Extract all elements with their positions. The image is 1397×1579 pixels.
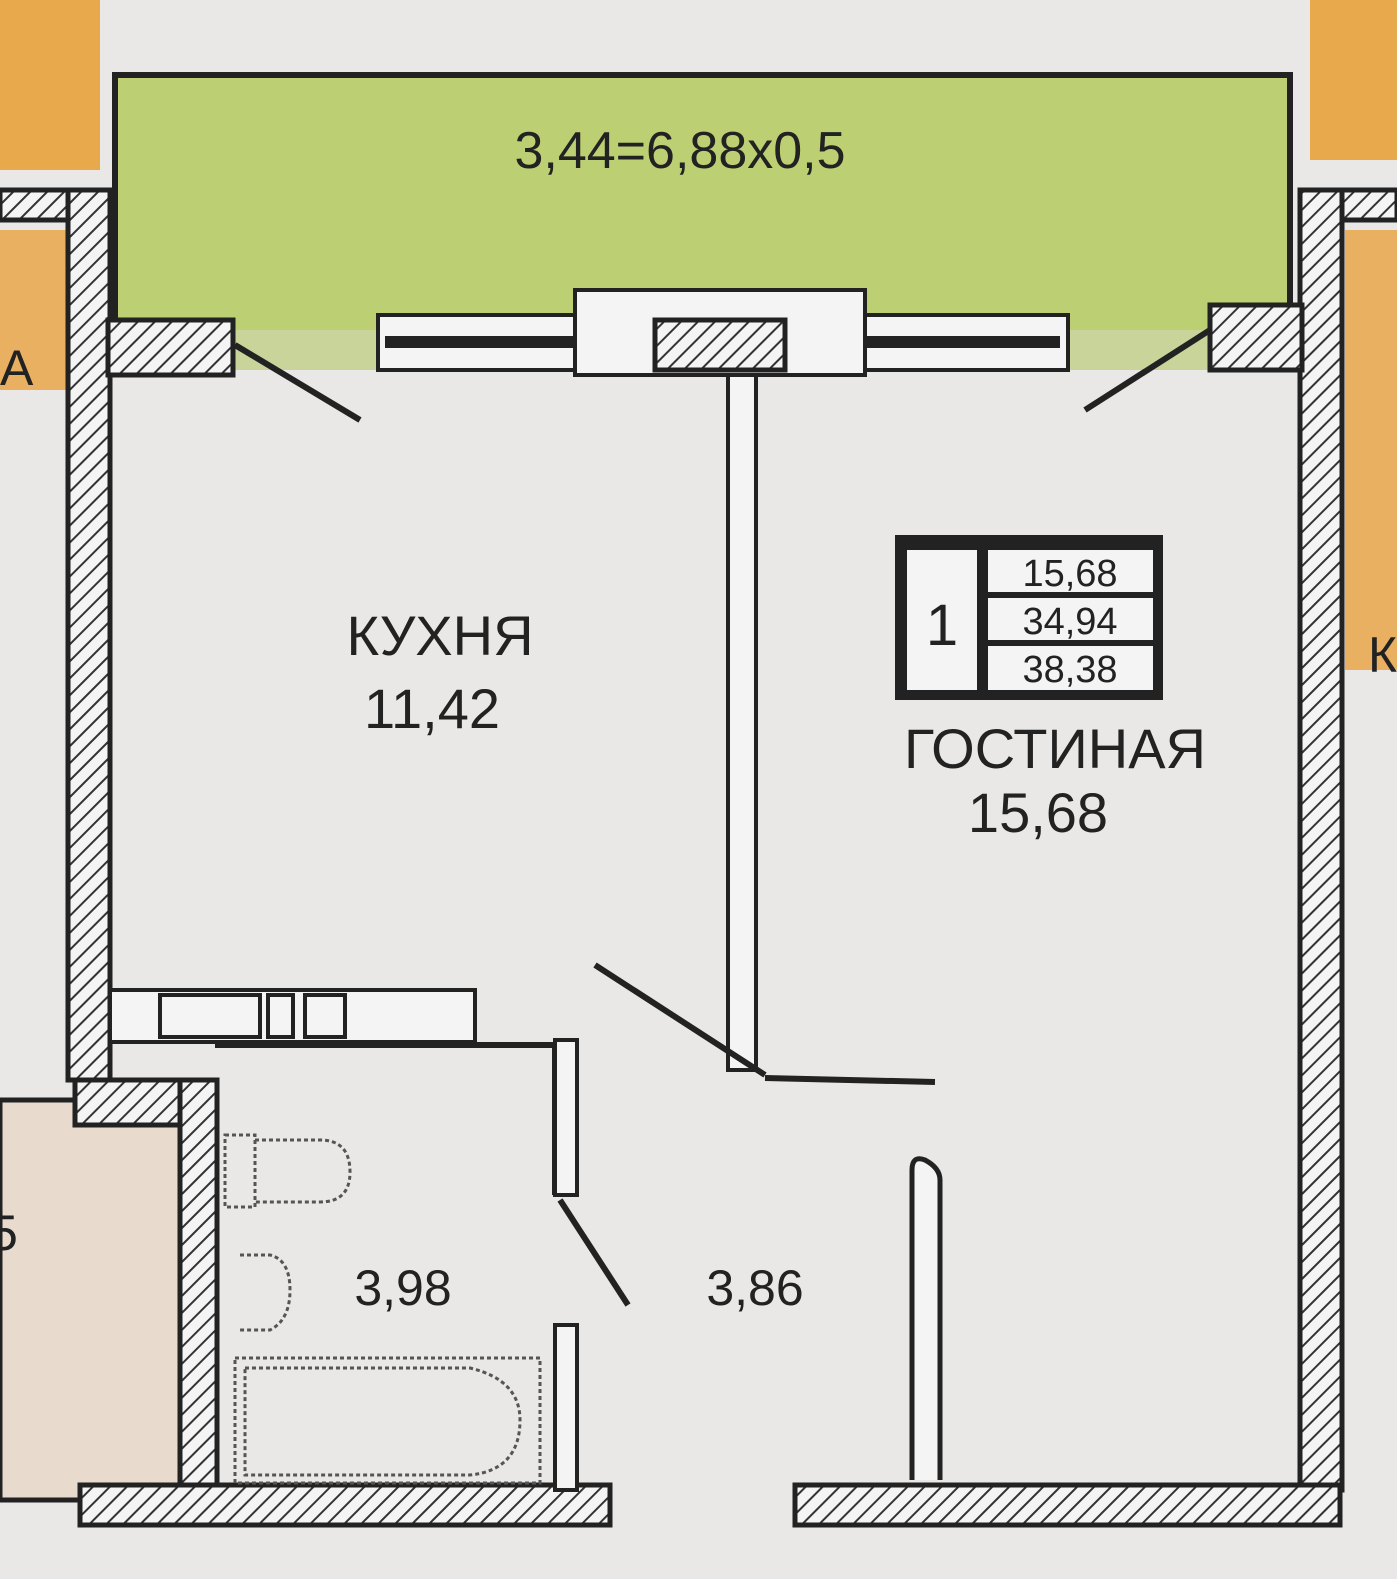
- neighbor-area-top-right: [1310, 0, 1397, 160]
- wall-bath-left: [177, 1077, 220, 1503]
- bathroom-area: 3,98: [354, 1260, 451, 1316]
- toilet-tank-icon: [223, 1133, 257, 1209]
- hallway-area: 3,86: [706, 1260, 803, 1316]
- neighbor-area-left: [0, 230, 70, 390]
- info-box-rooms-cell: [907, 550, 977, 690]
- info-box-cell-1: [988, 550, 1153, 592]
- bathroom-door: [557, 1198, 631, 1307]
- info-rooms-count: 1: [926, 593, 958, 658]
- wall-top-left-pier: [105, 317, 236, 378]
- wall-right: [1297, 187, 1345, 1493]
- bathroom-partition-bottom: [553, 1323, 579, 1492]
- kitchen-name: КУХНЯ: [346, 604, 533, 667]
- window-center-pier: [652, 317, 788, 373]
- wall-bottom-right: [792, 1482, 1343, 1528]
- wall-top-right-pier: [1207, 302, 1305, 373]
- partition-kitchen-living: [726, 373, 758, 1072]
- kitchen-area: 11,42: [364, 677, 500, 740]
- bathroom-partition-top: [553, 1038, 579, 1197]
- info-total-area: 34,94: [1022, 601, 1117, 643]
- neighbor-area-right: [1345, 230, 1397, 670]
- kitchen-door: [593, 962, 767, 1078]
- vent-shaft-3: [303, 993, 347, 1039]
- neighbor-room-left: [0, 1097, 183, 1503]
- living-room-name: ГОСТИНАЯ: [904, 717, 1206, 780]
- bathtub-icon: [233, 1356, 542, 1485]
- toilet-bowl-icon: [255, 1138, 352, 1204]
- balcony-door-right: [1083, 327, 1212, 413]
- living-door: [764, 1075, 936, 1085]
- info-living-area: 15,68: [1022, 553, 1117, 595]
- hallway-partition: [909, 1156, 943, 1480]
- vent-shaft-2: [266, 993, 295, 1039]
- edge-fragment-right: К: [1368, 627, 1397, 683]
- apartment-info-box: 1 15,68 34,94 38,38: [895, 535, 1163, 700]
- info-box-cell-3: [988, 646, 1153, 690]
- info-total-with-balcony: 38,38: [1022, 649, 1117, 691]
- edge-fragment-left-bottom: 5: [0, 1205, 18, 1261]
- vent-shaft-1: [158, 993, 262, 1039]
- wall-right-stub: [1339, 187, 1397, 223]
- edge-fragment-left-top: А: [0, 340, 34, 396]
- wall-left: [65, 187, 113, 1083]
- neighbor-area-top-left: [0, 0, 100, 170]
- living-room-area: 15,68: [968, 781, 1108, 844]
- balcony-label: 3,44=6,88x0,5: [514, 122, 845, 180]
- bathtub-basin-icon: [243, 1366, 522, 1477]
- wall-bottom-left: [77, 1482, 613, 1528]
- wall-left-stub: [0, 187, 71, 223]
- info-box-cell-2: [988, 598, 1153, 640]
- sink-icon: [240, 1253, 292, 1332]
- balcony-door-left: [233, 342, 362, 423]
